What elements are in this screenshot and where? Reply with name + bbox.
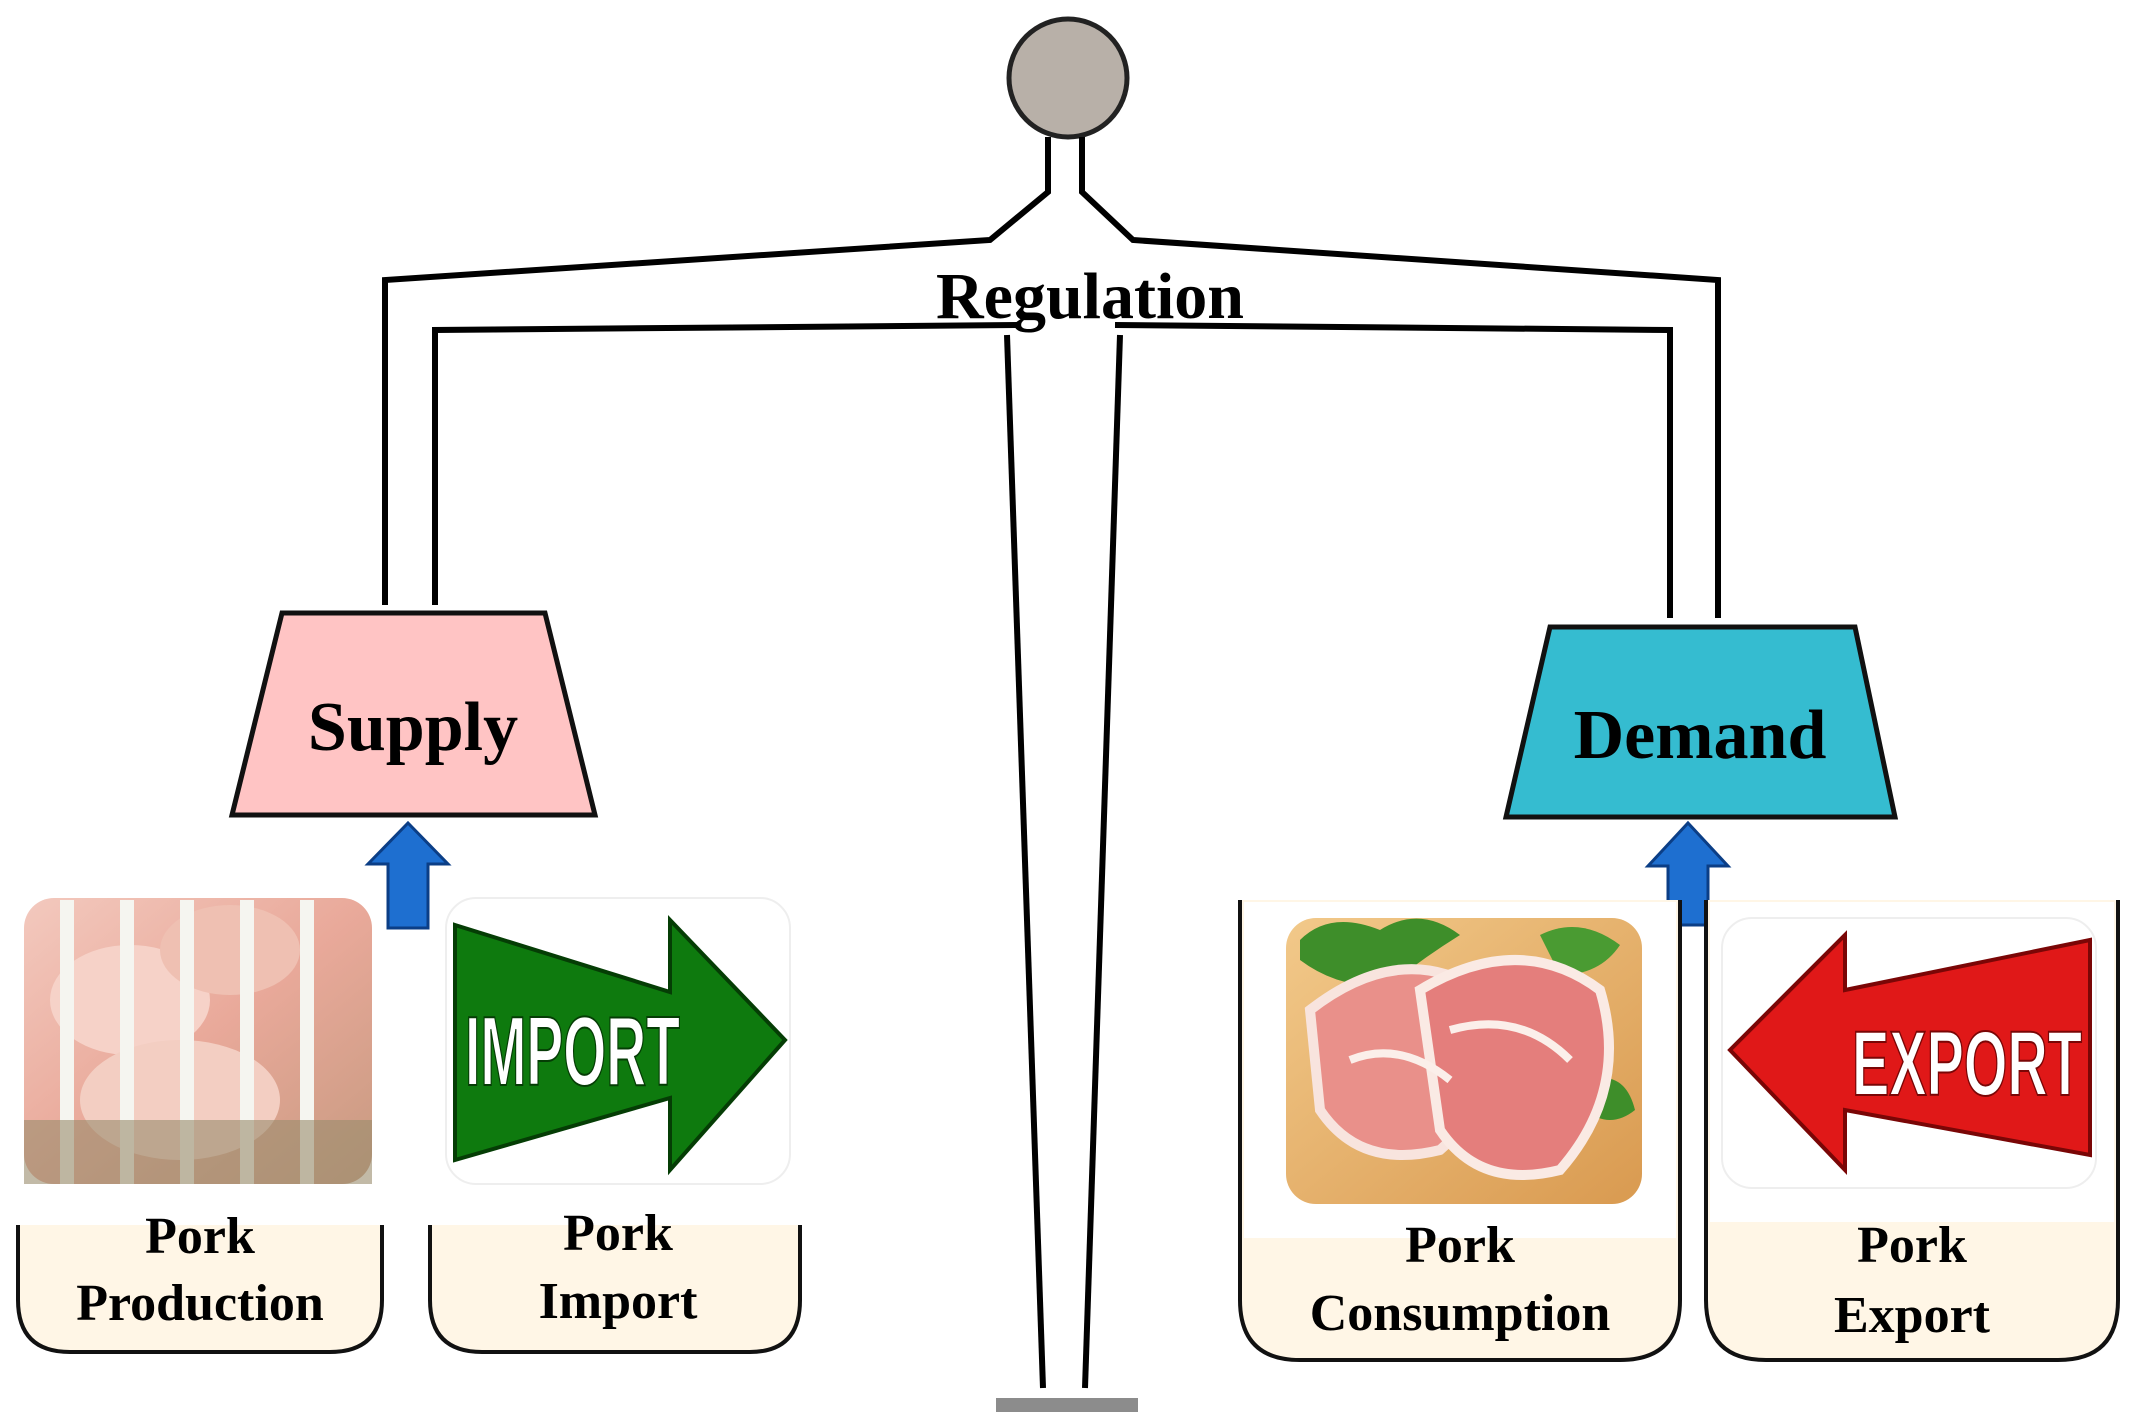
pig-pen-photo-icon bbox=[24, 898, 372, 1184]
pork-production-caption-line1: Pork bbox=[145, 1208, 255, 1265]
pork-meat-photo-icon bbox=[1286, 918, 1642, 1204]
pork-consumption-caption-line1: Pork bbox=[1405, 1217, 1515, 1274]
export-arrow-icon: EXPORT bbox=[1721, 917, 2097, 1189]
supply-box bbox=[228, 610, 599, 818]
pork-export-caption-line1: Pork bbox=[1857, 1217, 1967, 1274]
pork-consumption-caption-line2: Consumption bbox=[1310, 1285, 1611, 1342]
pork-consumption-card: Pork Consumption bbox=[1238, 900, 1682, 1362]
pork-import-card: Pork Import IMPORT bbox=[428, 897, 802, 1354]
pork-export-card: Pork Export EXPORT bbox=[1704, 900, 2120, 1362]
supply-up-arrow-icon bbox=[364, 820, 452, 930]
pork-export-caption-line2: Export bbox=[1834, 1287, 1991, 1344]
regulation-label: Regulation bbox=[936, 260, 1244, 333]
demand-box bbox=[1502, 624, 1899, 820]
demand-label: Demand bbox=[1574, 697, 1827, 774]
pork-import-caption-line1: Pork bbox=[563, 1205, 673, 1262]
pork-production-card: Pork Production bbox=[16, 898, 384, 1354]
import-arrow-icon: IMPORT bbox=[445, 897, 791, 1185]
pork-production-caption-line2: Production bbox=[76, 1275, 324, 1332]
balance-beam bbox=[382, 137, 1721, 1389]
supply-label: Supply bbox=[308, 689, 518, 766]
import-sign-text: IMPORT bbox=[465, 996, 680, 1106]
base-bar bbox=[996, 1398, 1138, 1412]
export-sign-text: EXPORT bbox=[1852, 1013, 2082, 1115]
pivot-circle bbox=[1006, 16, 1130, 140]
demand-up-arrow-icon bbox=[1644, 820, 1732, 927]
pork-import-caption-line2: Import bbox=[539, 1273, 699, 1330]
